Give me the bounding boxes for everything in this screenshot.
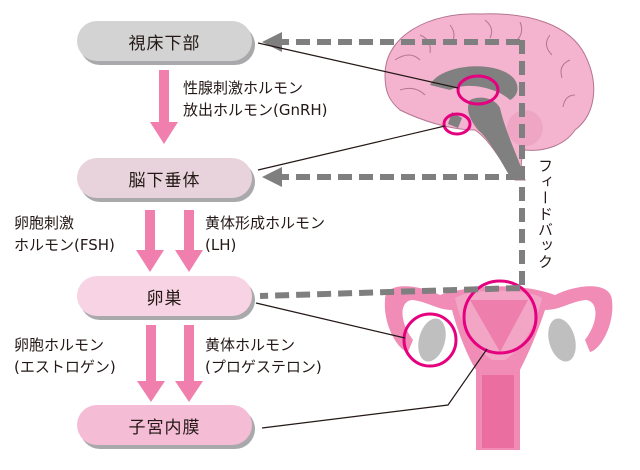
hypothalamus-highlight: [456, 74, 500, 106]
label-fsh-line2: ホルモン(FSH): [14, 236, 115, 254]
flow-arrows: [136, 70, 203, 402]
label-progesterone-line1: 黄体ホルモン: [205, 336, 296, 354]
leader-lines: [255, 42, 488, 429]
node-endometrium: 子宮内膜: [77, 405, 252, 445]
feedback-label: フィードバック: [536, 158, 554, 270]
label-estrogen: 卵胞ホルモン (エストロゲン): [14, 334, 116, 378]
label-gnrh-line2: 放出ホルモン(GnRH): [183, 101, 328, 119]
label-gnrh: 性腺刺激ホルモン 放出ホルモン(GnRH): [183, 77, 328, 121]
label-estrogen-line2: (エストロゲン): [14, 358, 116, 376]
uterus-highlight: [462, 279, 538, 355]
feedback-arrowhead-pituitary: [262, 167, 282, 187]
label-progesterone: 黄体ホルモン (プロゲステロン): [205, 334, 322, 378]
feedback-arrowhead-hypothalamus: [262, 32, 282, 52]
pituitary-highlight: [442, 112, 472, 136]
node-ovary: 卵巣: [77, 276, 252, 316]
label-fsh-line1: 卵胞刺激: [14, 214, 75, 232]
node-hypothalamus: 視床下部: [77, 21, 252, 61]
label-gnrh-line1: 性腺刺激ホルモン: [183, 79, 304, 97]
uterus-illustration: [384, 279, 613, 450]
node-label: 卵巣: [146, 288, 183, 309]
node-label: 脳下垂体: [128, 170, 201, 191]
label-estrogen-line1: 卵胞ホルモン: [14, 336, 105, 354]
label-lh: 黄体形成ホルモン (LH): [205, 212, 325, 256]
label-lh-line2: (LH): [205, 236, 237, 254]
node-pituitary: 脳下垂体: [77, 158, 252, 198]
label-lh-line1: 黄体形成ホルモン: [205, 214, 326, 232]
ovary-highlight: [402, 312, 458, 368]
label-fsh: 卵胞刺激 ホルモン(FSH): [14, 212, 115, 256]
feedback-lines: [259, 39, 525, 299]
brain-illustration: [384, 13, 595, 181]
node-label: 子宮内膜: [128, 417, 201, 438]
node-label: 視床下部: [128, 33, 201, 54]
label-progesterone-line2: (プロゲステロン): [205, 358, 322, 376]
